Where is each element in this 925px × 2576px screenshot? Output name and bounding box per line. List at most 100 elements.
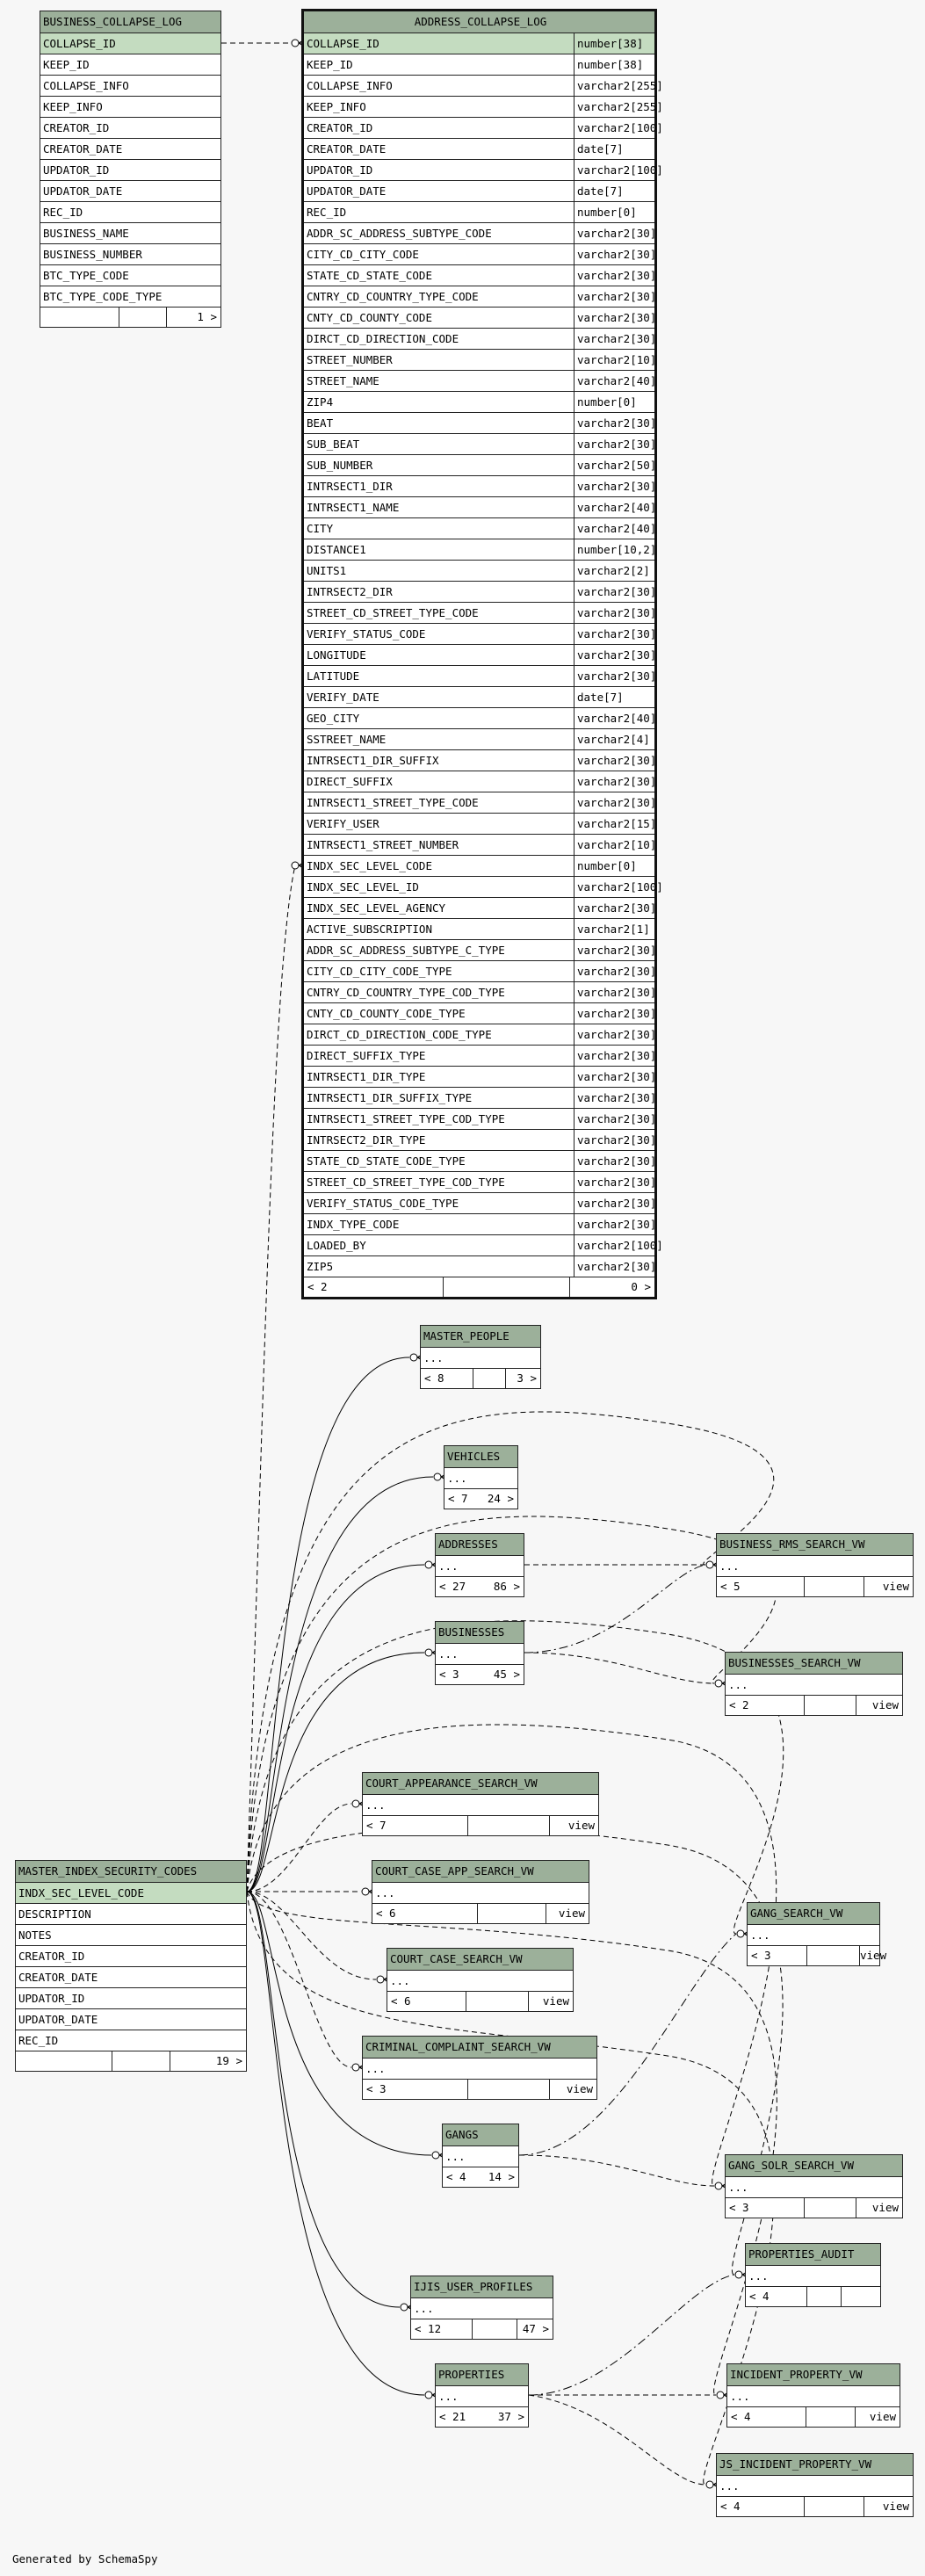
table-title[interactable]: GANG_SEARCH_VW xyxy=(748,1903,879,1924)
table-title[interactable]: PROPERTIES xyxy=(436,2364,528,2385)
table-title[interactable]: MASTER_PEOPLE xyxy=(421,1326,540,1347)
parent-count: < 7 xyxy=(366,1819,387,1832)
parent-count: < 3 xyxy=(439,1668,459,1681)
child-count: 24 > xyxy=(487,1492,514,1505)
footer-spacer xyxy=(806,1946,860,1965)
collapsed-columns-row: ... xyxy=(443,2145,518,2167)
child-count: view xyxy=(882,1580,910,1593)
collapsed-columns-row: ... xyxy=(726,1674,902,1695)
table-title[interactable]: ADDRESSES xyxy=(436,1534,524,1555)
table-title[interactable]: MASTER_INDEX_SECURITY_CODES xyxy=(16,1861,246,1882)
column-name: UPDATOR_ID xyxy=(304,160,575,180)
table-title[interactable]: GANGS xyxy=(443,2124,518,2145)
table-title[interactable]: ADDRESS_COLLAPSE_LOG xyxy=(304,11,654,33)
column-name: INTRSECT1_STREET_TYPE_CODE xyxy=(304,792,575,813)
table-title[interactable]: INCIDENT_PROPERTY_VW xyxy=(727,2364,900,2385)
table-footer: < 4 xyxy=(746,2286,880,2306)
column-type: varchar2[30] xyxy=(577,1049,657,1062)
column-row: BTC_TYPE_CODE xyxy=(40,264,220,286)
table-title[interactable]: COURT_APPEARANCE_SEARCH_VW xyxy=(363,1773,598,1794)
column-name: VERIFY_DATE xyxy=(304,687,575,707)
child-count: view xyxy=(558,1907,585,1920)
table-title[interactable]: BUSINESSES_SEARCH_VW xyxy=(726,1653,902,1674)
footer-spacer xyxy=(806,2287,842,2306)
column-row: REC_ID xyxy=(40,201,220,222)
table-title[interactable]: JS_INCIDENT_PROPERTY_VW xyxy=(717,2454,913,2475)
column-type: number[38] xyxy=(577,58,644,71)
column-type: varchar2[30] xyxy=(577,669,657,683)
column-name: CITY_CD_CITY_CODE_TYPE xyxy=(304,961,575,981)
table-title[interactable]: COURT_CASE_APP_SEARCH_VW xyxy=(372,1861,589,1882)
zero-or-many-marker xyxy=(714,2182,727,2190)
collapsed-columns-row: ... xyxy=(717,1555,913,1576)
column-row: KEEP_ID xyxy=(40,54,220,75)
column-type: varchar2[255] xyxy=(577,79,663,92)
zero-or-many-marker xyxy=(376,1975,389,1984)
table-title[interactable]: BUSINESS_COLLAPSE_LOG xyxy=(40,11,220,33)
child-count: view xyxy=(542,1994,569,2008)
column-type: varchar2[30] xyxy=(577,1028,657,1041)
table-title[interactable]: BUSINESS_RMS_SEARCH_VW xyxy=(717,1534,913,1555)
table-title[interactable]: CRIMINAL_COMPLAINT_SEARCH_VW xyxy=(363,2037,596,2058)
column-type: varchar2[50] xyxy=(577,459,657,472)
column-name: CNTY_CD_COUNTY_CODE_TYPE xyxy=(304,1003,575,1024)
column-type: date[7] xyxy=(577,142,624,156)
parent-count: < 4 xyxy=(446,2170,466,2183)
footer-spacer xyxy=(804,2497,865,2516)
table-title[interactable]: IJIS_USER_PROFILES xyxy=(411,2276,553,2297)
column-type: varchar2[10] xyxy=(577,353,657,366)
table-title[interactable]: VEHICLES xyxy=(444,1446,517,1467)
collapsed-columns-row: ... xyxy=(363,2058,596,2079)
edge-dashed-view xyxy=(246,1827,784,2276)
column-type: varchar2[30] xyxy=(577,227,657,240)
column-row: CREATOR_ID xyxy=(40,117,220,138)
collapsed-columns-row: ... xyxy=(421,1347,540,1368)
column-name: INTRSECT1_NAME xyxy=(304,497,575,517)
edge-dashed-view xyxy=(246,1516,777,1892)
table-title[interactable]: BUSINESSES xyxy=(436,1622,524,1643)
column-type: varchar2[15] xyxy=(577,817,657,830)
column-name: INDX_SEC_LEVEL_CODE xyxy=(304,856,575,876)
child-count: 0 > xyxy=(631,1280,651,1293)
edge-solid xyxy=(246,1476,434,1892)
column-type: varchar2[30] xyxy=(577,269,657,282)
child-count xyxy=(842,2287,880,2306)
table-title[interactable]: COURT_CASE_SEARCH_VW xyxy=(387,1949,573,1970)
collapsed-columns-row: ... xyxy=(726,2176,902,2197)
child-count: 3 > xyxy=(517,1371,537,1385)
table-properties-audit[interactable]: PROPERTIES_AUDIT...< 4 xyxy=(745,2243,881,2307)
column-type: varchar2[30] xyxy=(577,901,657,915)
edge-solid xyxy=(246,1891,432,2156)
table-title[interactable]: GANG_SOLR_SEARCH_VW xyxy=(726,2155,902,2176)
table-title[interactable]: PROPERTIES_AUDIT xyxy=(746,2244,880,2265)
